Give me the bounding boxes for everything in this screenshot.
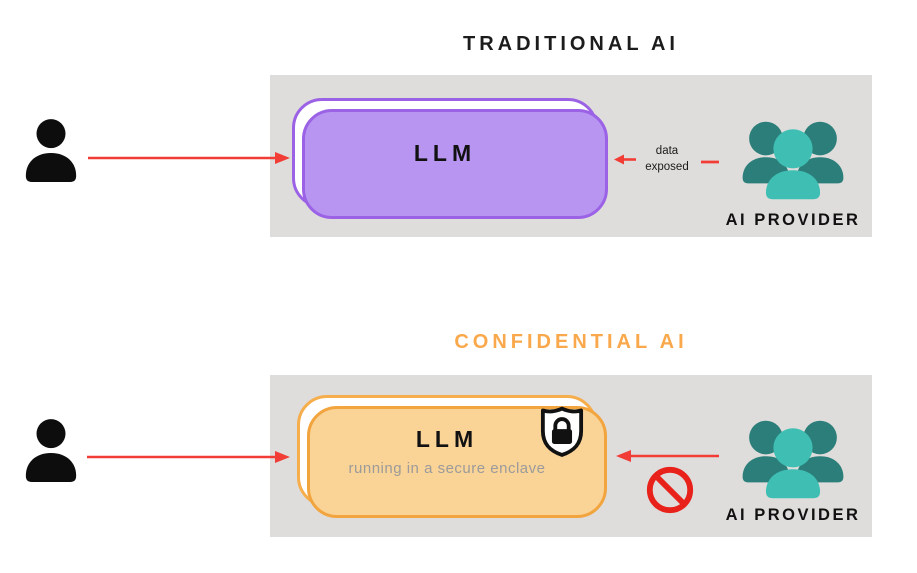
user-icon [25,119,77,182]
llm-label: LLM [415,425,479,452]
ai-provider-group-icon [742,121,844,200]
llm-sublabel: running in a secure enclave [348,459,546,477]
data-exposed-dash [701,160,719,164]
ai-provider-label: AI PROVIDER [725,506,861,524]
llm-box-confidential: LLM running in a secure enclave [297,395,607,518]
llm-box-traditional: LLM [292,98,608,219]
provider-to-llm-arrow [616,450,719,462]
shield-lock-icon [540,406,584,457]
confidential-ai-title: CONFIDENTIAL AI [454,331,688,353]
llm-label: LLM [413,139,477,166]
user-to-llm-arrow [88,152,290,164]
ai-provider-label: AI PROVIDER [725,211,861,229]
data-exposed-arrowhead [614,154,636,165]
user-to-llm-arrow [87,451,290,463]
user-icon [25,419,77,482]
traditional-ai-title: TRADITIONAL AI [463,33,679,55]
data-exposed-label: data exposed [645,145,689,173]
prohibition-icon [646,466,694,514]
ai-provider-group-icon [742,420,844,499]
